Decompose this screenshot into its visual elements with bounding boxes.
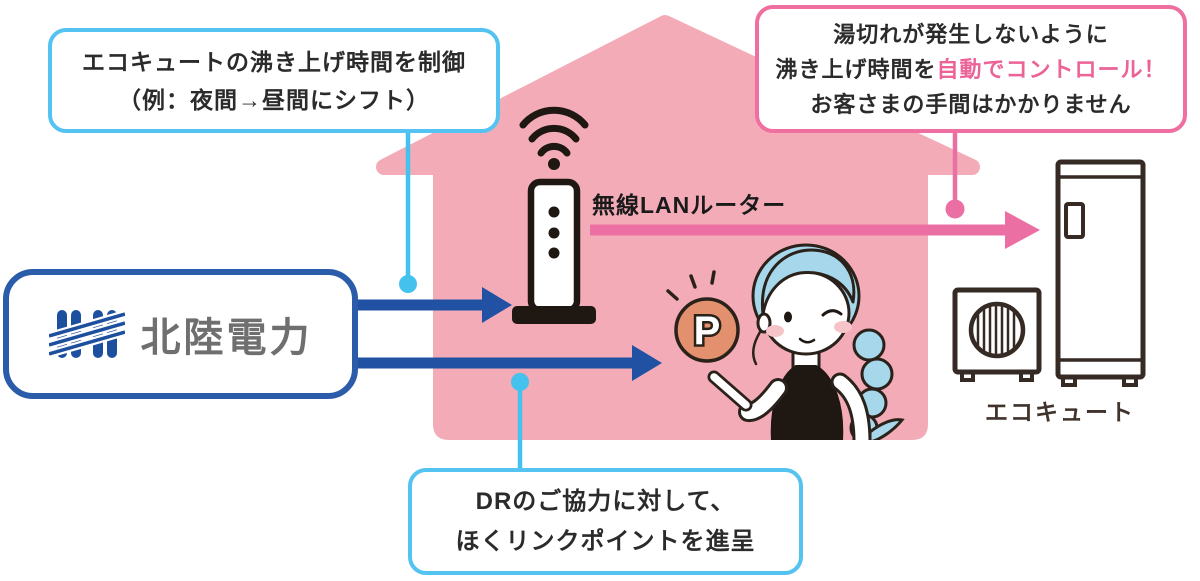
callout-auto-line3: お客さまの手間はかかりません: [810, 91, 1132, 117]
callout-auto-line2: 沸き上げ時間を自動でコントロール！: [775, 52, 1166, 87]
connector-control: [399, 125, 417, 293]
wifi-icon: [519, 106, 589, 157]
callout-control-line1: エコキュートの沸き上げ時間を制御: [82, 48, 466, 75]
callout-auto-line1: 湯切れが発生しないように: [833, 21, 1109, 47]
coin-letter: P: [694, 309, 721, 353]
callout-auto: 湯切れが発生しないように 沸き上げ時間を自動でコントロール！ お客さまの手間はか…: [755, 5, 1187, 133]
company-name: 北陸電力: [140, 316, 313, 360]
ecocute-unit: [952, 159, 1146, 387]
point-coin-icon: P: [666, 270, 740, 363]
ecocute-tank-icon: [1055, 159, 1146, 380]
callout-auto-line2-highlight: 自動でコントロール！: [936, 56, 1167, 82]
callout-points-line1: DRのご協力に対して、: [475, 487, 736, 515]
callout-auto-line2-normal: 沸き上げ時間を: [775, 56, 937, 82]
wifi-router: [512, 106, 596, 324]
ecocute-label: エコキュート: [985, 399, 1135, 425]
ecocute-pump-icon: [952, 287, 1042, 375]
callout-control: エコキュートの沸き上げ時間を制御 （例：夜間→昼間にシフト）: [48, 28, 500, 133]
signal-arrow: [590, 211, 1040, 249]
connector-auto: [945, 128, 965, 219]
woman-illustration: [707, 243, 905, 440]
callout-points: DRのご協力に対して、 ほくリンクポイントを進呈: [408, 468, 803, 575]
connector-points: [511, 373, 529, 474]
callout-control-line2: （例：夜間→昼間にシフト）: [118, 86, 430, 113]
hokuriku-logo-icon: [48, 310, 125, 358]
callout-points-line2: ほくリンクポイントを進呈: [455, 527, 756, 555]
company-box: 北陸電力: [3, 269, 358, 399]
control-arrow-upper: [356, 287, 512, 323]
control-arrow-lower: [356, 345, 662, 381]
router-label: 無線LANルーター: [592, 192, 787, 218]
